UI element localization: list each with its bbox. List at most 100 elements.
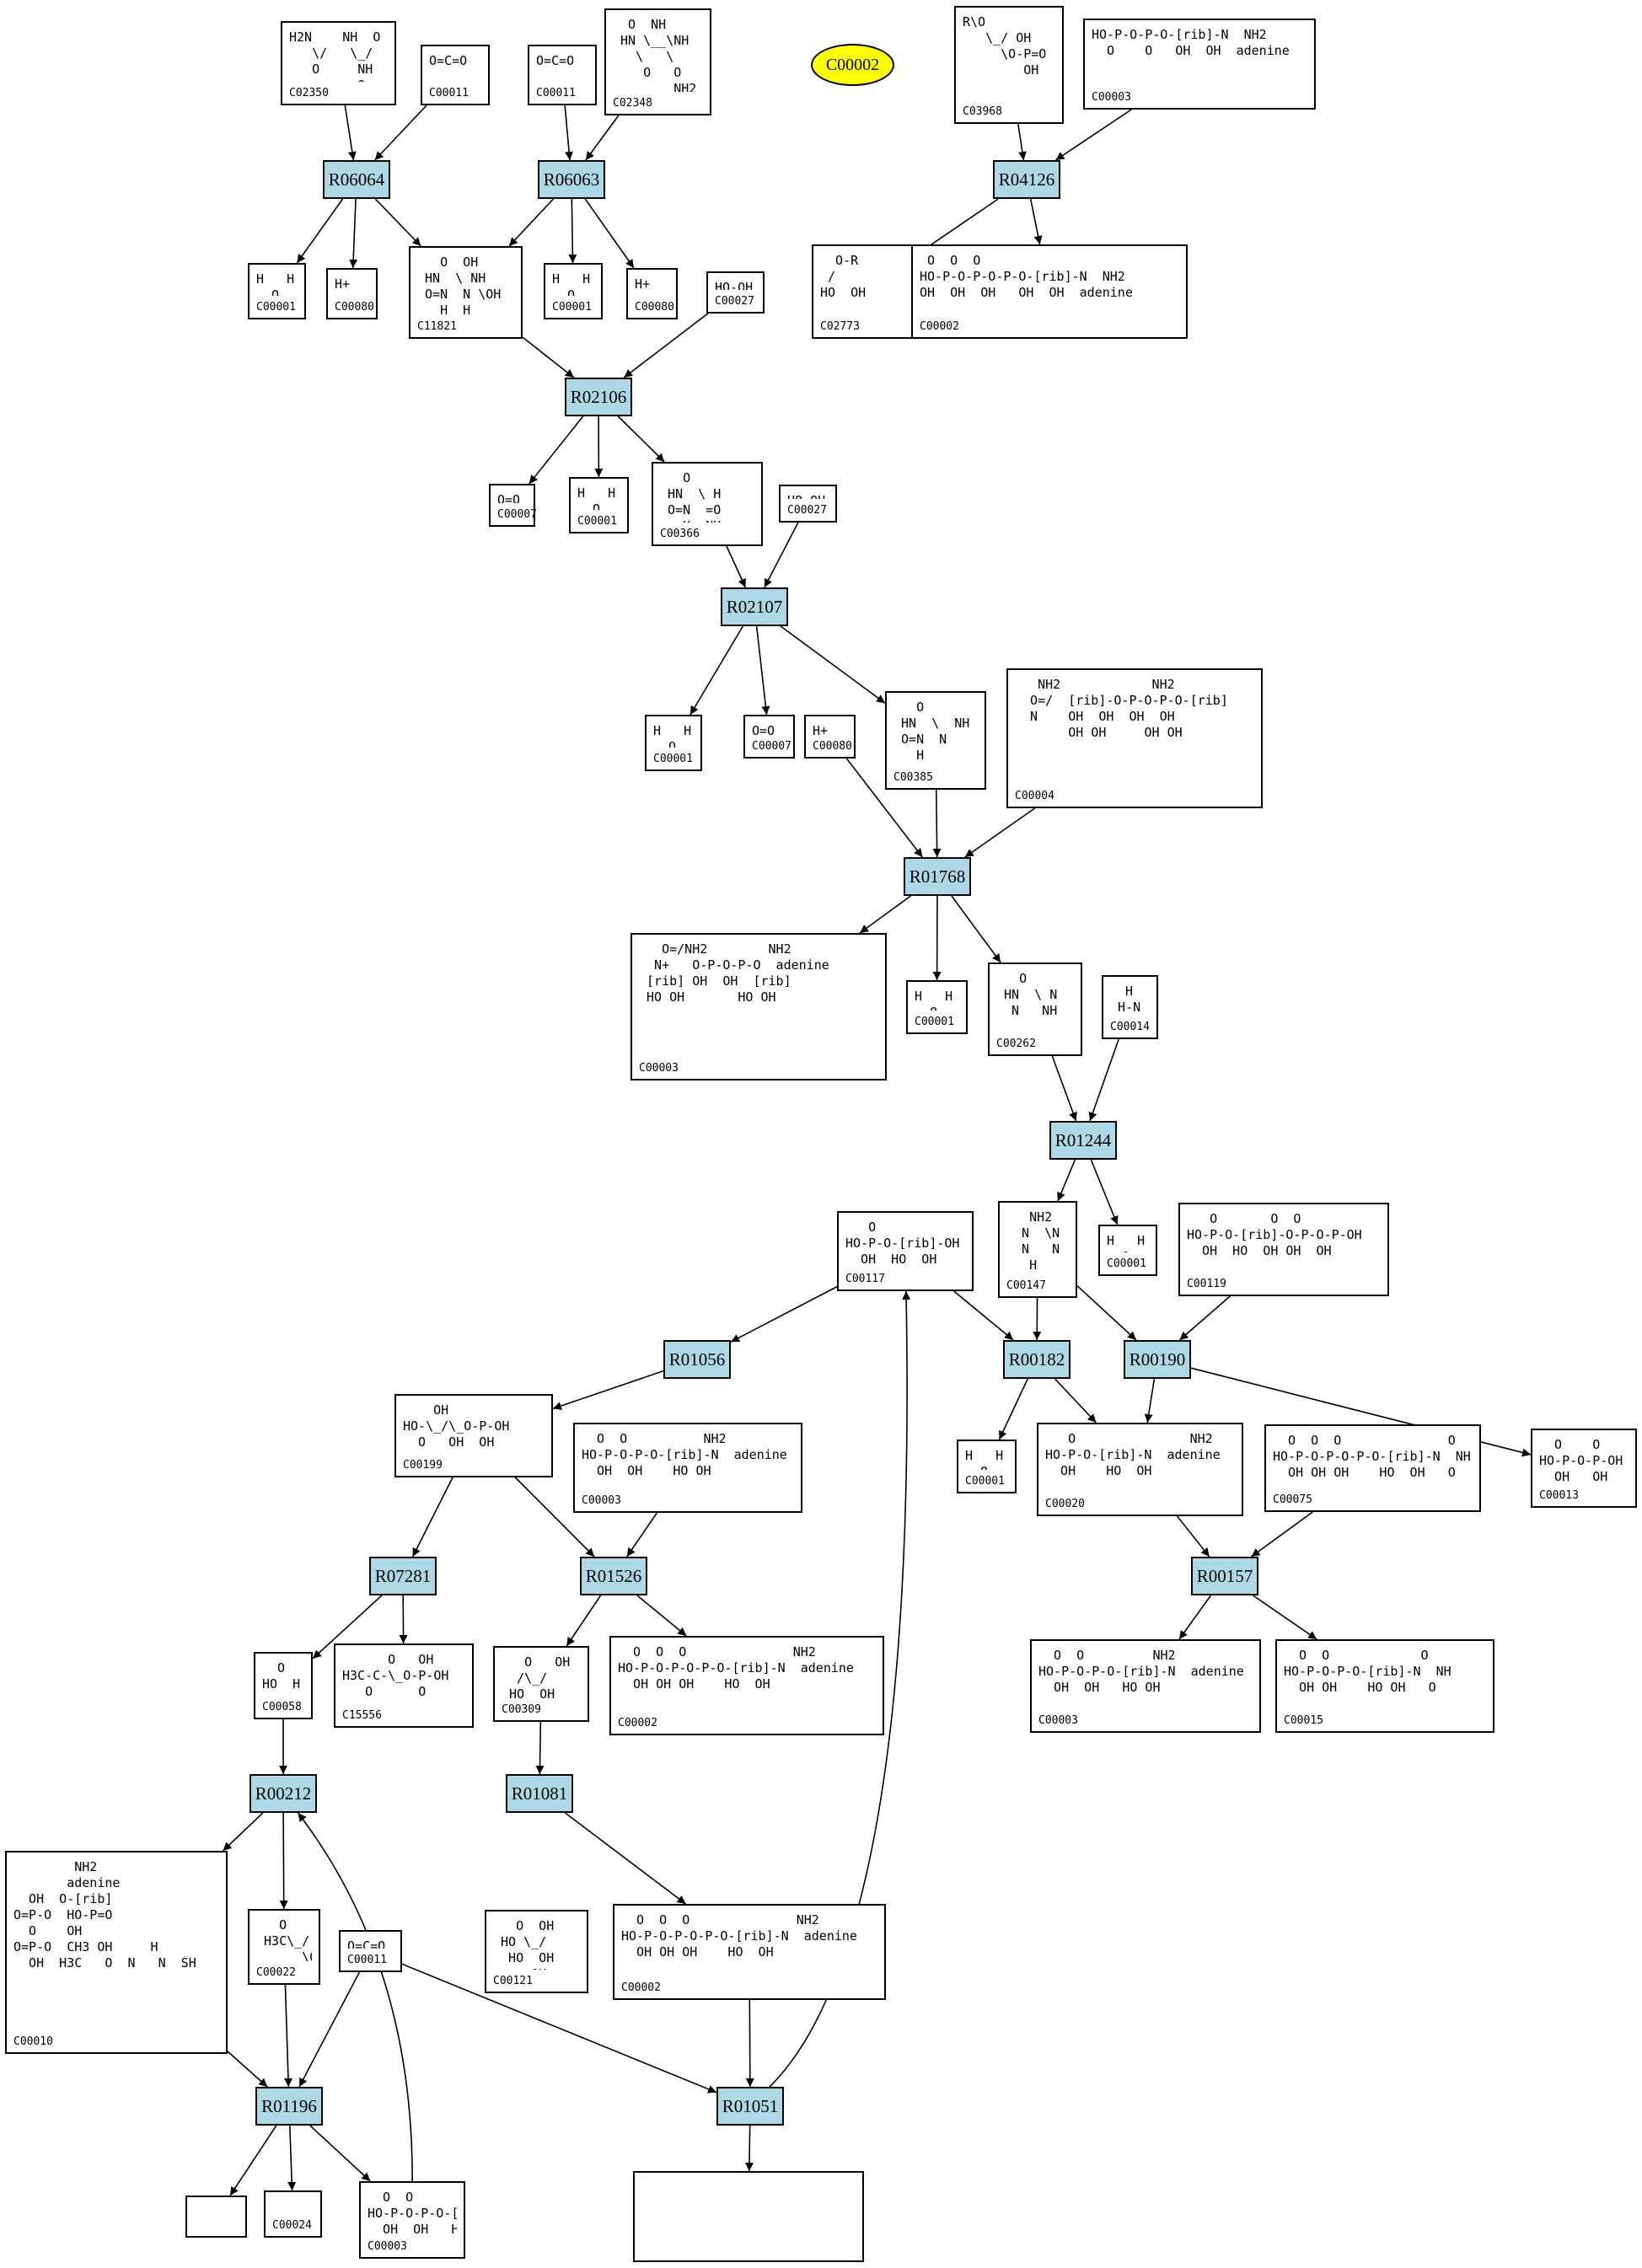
compound-node[interactable]: O O O NH2 HO-P-O-P-O-P-O-[rib]-N adenine… — [613, 1904, 886, 2000]
compound-node[interactable]: O H3C-C-S-CoAC00024 — [264, 2190, 322, 2238]
structure-fragment: O H3C\_/ \OH O — [264, 1917, 312, 1961]
compound-id: C00366 — [660, 528, 700, 540]
reaction-node[interactable]: R02106 — [565, 378, 632, 416]
compound-node[interactable]: O O O HO-P-O-[rib]-O-P-O-P-OH OH HO OH O… — [1178, 1203, 1389, 1296]
compound-node[interactable]: H H O C00001 — [906, 980, 968, 1034]
reaction-node[interactable]: R01768 — [904, 857, 971, 896]
compound-id: C00001 — [577, 515, 617, 528]
compound-id: C15556 — [342, 1709, 382, 1722]
compound-node[interactable] — [633, 2171, 864, 2262]
reaction-node[interactable]: R01081 — [506, 1774, 573, 1813]
compound-node[interactable]: H+C00080 — [804, 715, 856, 759]
compound-id: C00011 — [347, 1954, 387, 1966]
reaction-node[interactable]: R01196 — [255, 2087, 323, 2126]
structure-fragment: NH2 NH2 O=/ [rib]-O-P-O-P-O-[rib] N OH O… — [1030, 677, 1228, 740]
reaction-node[interactable]: R01056 — [663, 1340, 731, 1379]
compound-node[interactable]: H2N NH O \/ \_/ O NH OC02350 — [281, 21, 396, 105]
compound-node[interactable]: H+C00080 — [326, 268, 378, 319]
compound-id: C00007 — [497, 508, 537, 521]
compound-node[interactable]: HO-P-O-P-O-[rib]-N NH2 O O OH OH adenine… — [1083, 19, 1316, 110]
compound-id: C00015 — [1284, 1714, 1323, 1727]
compound-id: C00002 — [621, 1981, 661, 1994]
compound-node[interactable]: H H O C00001 — [645, 715, 702, 771]
reaction-node[interactable]: R00182 — [1003, 1340, 1071, 1379]
compound-id: C00002 — [920, 320, 959, 333]
compound-id: C00011 — [536, 87, 576, 99]
compound-id: C00027 — [787, 504, 827, 517]
reaction-node[interactable]: R00212 — [250, 1774, 317, 1813]
structure-fragment: H H O — [915, 989, 953, 1011]
compound-node[interactable]: O O O O HO-P-O-P-O-P-O-[rib]-N NH OH OH … — [1264, 1424, 1481, 1512]
compound-id: C00001 — [653, 753, 693, 765]
reaction-node[interactable]: R04126 — [993, 160, 1060, 199]
compound-node[interactable]: O=/NH2 NH2 N+ O-P-O-P-O adenine [rib] OH… — [631, 933, 887, 1080]
compound-node[interactable]: O O O HO-P-O-P-O-[rib]-N NH OH OH HO OH … — [1275, 1639, 1494, 1733]
reaction-node[interactable]: R06063 — [538, 160, 605, 199]
reaction-node[interactable]: R06064 — [323, 160, 390, 199]
structure-fragment: R\O \_/ OH \O-P=O OH — [963, 14, 1047, 78]
compound-id: C00001 — [915, 1016, 954, 1028]
compound-node[interactable]: O O NH2 HO-P-O-P-O-[rib]-N adenine OH OH… — [359, 2181, 465, 2259]
structure-fragment: O O O NH2 HO-P-O-P-O-P-O-[rib]-N adenine… — [618, 1644, 854, 1692]
reaction-node[interactable]: R00190 — [1124, 1340, 1191, 1379]
structure-fragment: O O NH2 HO-P-O-P-O-[rib]-N adenine OH OH… — [368, 2190, 457, 2235]
compound-id: C00080 — [635, 301, 674, 314]
reaction-node[interactable]: R01051 — [716, 2087, 784, 2126]
reaction-node[interactable]: R00157 — [1191, 1557, 1258, 1595]
structure-fragment: O=/NH2 NH2 N+ O-P-O-P-O adenine [rib] OH… — [647, 941, 829, 1005]
compound-node[interactable]: O O NH2 HO-P-O-P-O-[rib]-N adenine OH OH… — [573, 1423, 802, 1513]
structure-fragment: H H O — [1107, 1233, 1146, 1252]
highlight-ellipse[interactable]: C00002 — [811, 44, 894, 86]
compound-node[interactable]: O HN \ H O=N =O H NHC00366 — [652, 462, 763, 546]
compound-id: C00001 — [256, 301, 296, 314]
reaction-node[interactable]: R01244 — [1049, 1121, 1117, 1160]
structure-fragment: H H O — [552, 271, 591, 296]
compound-id: C00004 — [1015, 790, 1054, 802]
reaction-node[interactable]: R01526 — [580, 1557, 647, 1595]
structure-fragment: O=O — [752, 723, 775, 735]
compound-node[interactable]: NH2 adenine OH O-[rib] O=P-O HO-P=O O OH… — [5, 1851, 228, 2054]
reaction-node[interactable]: R02107 — [721, 587, 788, 626]
compound-node[interactable]: O H3C\_/ \OH OC00022 — [248, 1909, 320, 1985]
structure-fragment: H H O — [653, 723, 692, 748]
compound-node[interactable]: H H-N HC00014 — [1102, 975, 1158, 1039]
reaction-node[interactable]: R07281 — [369, 1557, 437, 1595]
compound-node[interactable] — [185, 2196, 247, 2238]
compound-node[interactable]: O O O NH2 HO-P-O-P-O-P-O-[rib]-N adenine… — [609, 1636, 884, 1735]
compound-node[interactable]: O O O HO-P-O-P-O-P-O-[rib]-N NH2 OH OH O… — [911, 244, 1188, 339]
compound-node[interactable]: NH2 NH2 O=/ [rib]-O-P-O-P-O-[rib] N OH O… — [1006, 668, 1263, 808]
structure-fragment: O HO H — [262, 1660, 301, 1692]
compound-id: C00011 — [429, 87, 469, 99]
compound-node[interactable]: O O NH2 HO-P-O-P-O-[rib]-N adenine OH OH… — [1030, 1639, 1261, 1733]
structure-fragment: H+ — [335, 276, 351, 292]
compound-node[interactable]: H+C00080 — [626, 268, 678, 319]
